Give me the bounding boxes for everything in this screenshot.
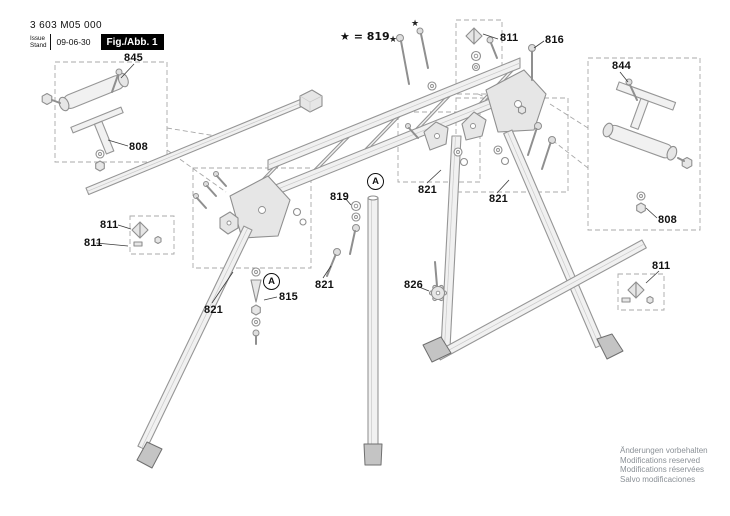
roller [602,122,678,161]
dashed-connector [551,139,589,169]
callout-box-mid-leg [397,111,481,183]
top-right-hardware [465,27,536,81]
issue-row: Issue Stand 09-06-30 Fig./Abb. 1 [30,34,164,50]
part-label-816: 816 [545,34,564,46]
part-label-811-left-b: 811 [84,237,103,249]
pin [621,297,631,303]
stand-label: Stand [30,42,47,49]
leg-foot [136,441,163,469]
leg-foot [596,333,624,360]
notice-es: Salvo modificaciones [620,474,696,484]
knob [41,92,53,106]
frame-rung [415,95,451,130]
exploded-vertical-leg [363,195,383,466]
part-label-808-left: 808 [129,141,148,153]
callout-box-left-clamp [129,215,175,255]
leg-foot [363,443,383,466]
dashed-connector [166,127,217,137]
nut [646,295,654,305]
right-pivot-hardware [461,105,556,170]
main-frame [229,57,547,239]
screw-845 [115,68,123,76]
part-label-819: 819 [330,191,349,203]
figure-label: Fig./Abb. 1 [100,34,164,50]
callout-box-right-roller [587,57,701,231]
part-label-821-right: 821 [489,193,508,205]
notice-fr: Modifications réservées [620,465,705,475]
issue-stand-labels: Issue Stand [30,34,50,50]
rear-left-leg [440,135,462,351]
star-legend: ★ = 819 [340,30,390,43]
nut [517,105,527,115]
ground-spike [250,279,262,303]
part-label-821-left: 821 [204,304,223,316]
callout-box-right-clamp [617,273,665,311]
nut [154,235,162,245]
bolt-821-centre [326,248,341,277]
callout-box-top-right [455,19,503,95]
arm-end-cap [299,89,323,113]
issue-label: Issue [30,35,46,42]
title-block: 3 603 M05 000 Issue Stand 09-06-30 Fig./… [30,20,164,50]
notice-de: Änderungen vorbehalten [620,446,708,455]
roller [58,72,129,112]
part-label-815: 815 [279,291,298,303]
left-clamp-hardware [131,221,162,247]
star-mark: ★ [389,35,397,45]
frame-rung [313,136,350,170]
modification-notices: Änderungen vorbehalten Modifications res… [620,446,708,484]
part-label-845: 845 [124,52,143,64]
detail-marker-a-center: A [367,173,384,190]
part-label-811-top: 811 [500,32,519,44]
part-label-808-right: 808 [658,214,677,226]
star-mark: ★ [411,19,419,29]
pin [133,241,143,247]
leader-lines [95,33,660,304]
part-label-821-center: 821 [315,279,334,291]
nut [95,160,105,172]
right-clamp-hardware [621,281,654,305]
wing-nut [627,281,637,299]
star-screws [396,27,437,91]
part-label-826: 826 [404,279,423,291]
detached-diagonal-leg [422,239,647,363]
star-knob-826 [428,261,448,302]
callout-box-left-roller [54,61,168,163]
screw-844 [625,78,633,86]
notice-en: Modifications reserved [620,455,701,465]
part-label-844: 844 [612,60,631,72]
part-number: 3 603 M05 000 [30,20,102,31]
mid-leg-hardware [405,121,469,167]
dashed-connector [549,103,589,129]
part-label-811-left-a: 811 [100,219,119,231]
left-support-arm [85,89,323,196]
detail-marker-a-left: A [263,273,280,290]
rear-right-leg [503,129,624,360]
washer-stack-819 [349,200,362,255]
hardware-parts [131,27,654,345]
callout-box-left-pivot [192,167,312,269]
left-pivot-hardware [193,171,307,235]
part-label-811-right: 811 [652,260,671,272]
front-left-leg [136,225,253,469]
wing-nut [131,221,141,239]
nut [636,202,646,214]
left-roller-assembly [41,68,129,172]
spike-815-stack [250,267,262,345]
legs [136,129,647,469]
support-bracket [70,106,124,155]
star-marks: ★ ★ [389,19,419,45]
nut [251,304,261,316]
frame-rung [364,116,401,150]
leg-foot [422,336,452,363]
wing-nut [465,27,475,45]
issue-date: 09-06-30 [50,34,95,50]
part-label-821-mid: 821 [418,184,437,196]
right-roller-assembly [602,78,693,214]
knob [681,156,693,170]
